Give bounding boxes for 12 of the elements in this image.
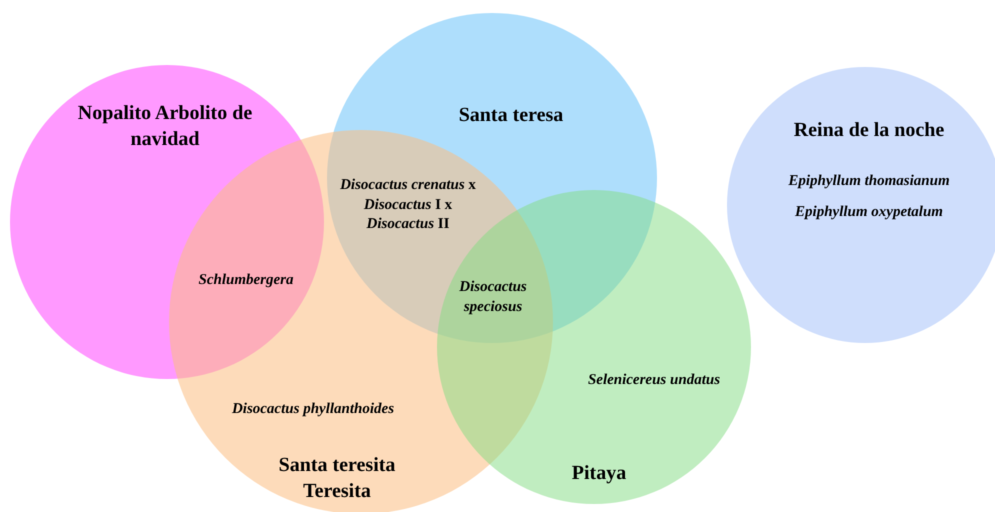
set-title: Nopalito Arbolito de navidad [76,101,254,152]
set-title: Reina de la noche [792,118,946,143]
set-title: Pitaya [570,461,628,486]
set-title: Santa teresa [458,103,564,128]
species-name: Disocactus phyllanthoides [230,400,396,419]
species-name: Selenicereus undatus [586,371,722,390]
overlap-label: Disocactus crenatus x Disocactus I x Disocactus II [339,176,477,234]
species-name: Epiphyllum oxypetalum [794,203,944,222]
species-name: Epiphyllum thomasianum [787,172,951,191]
overlap-label: Schlumbergera [197,271,294,290]
set-title: Santa teresita Teresita [278,453,396,504]
overlap-label: Disocactus speciosus [458,278,528,316]
